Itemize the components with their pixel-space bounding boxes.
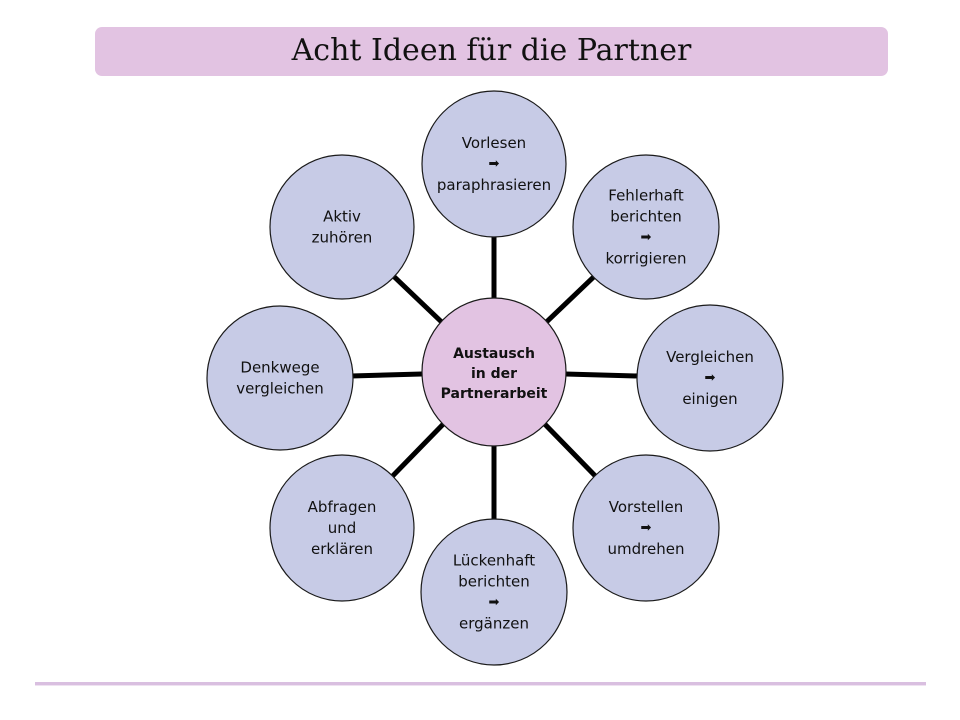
node-circle — [572, 454, 720, 602]
title-bar: Acht Ideen für die Partner — [95, 27, 888, 76]
node-label: und — [328, 519, 357, 537]
page-title: Acht Ideen für die Partner — [291, 32, 692, 68]
node-label: Vorlesen — [462, 134, 526, 152]
node-label: Abfragen — [308, 498, 377, 516]
center-circle — [421, 297, 567, 447]
node-label: erklären — [311, 540, 373, 558]
center-label: Partnerarbeit — [441, 386, 548, 402]
node-circle — [572, 154, 720, 300]
node-label: berichten — [610, 208, 681, 226]
node-fehlerhaft: Fehlerhaft berichten ➡ korrigieren — [572, 154, 720, 300]
node-circle — [206, 305, 354, 451]
footer-rule — [35, 682, 926, 686]
node-label: korrigieren — [605, 250, 686, 268]
node-label: umdrehen — [608, 540, 685, 558]
node-label: paraphrasieren — [437, 176, 551, 194]
node-label: Vergleichen — [666, 348, 754, 366]
arrow-right-icon: ➡ — [641, 521, 652, 536]
node-aktiv: Aktiv zuhören — [269, 154, 415, 300]
arrow-right-icon: ➡ — [489, 595, 500, 610]
node-vorlesen: Vorlesen ➡ paraphrasieren — [421, 90, 567, 238]
center-label: Austausch — [453, 346, 535, 362]
center-label: in der — [471, 366, 517, 382]
node-abfragen: Abfragen und erklären — [269, 454, 415, 602]
arrow-right-icon: ➡ — [489, 157, 500, 172]
node-label: Vorstellen — [609, 498, 683, 516]
node-label: Fehlerhaft — [608, 187, 684, 205]
node-label: vergleichen — [236, 380, 324, 398]
arrow-right-icon: ➡ — [705, 371, 716, 386]
node-label: Aktiv — [323, 208, 361, 226]
node-denkwege: Denkwege vergleichen — [206, 305, 354, 451]
node-label: berichten — [458, 573, 529, 591]
node-circle — [636, 304, 784, 452]
node-circle — [269, 454, 415, 602]
node-label: Lückenhaft — [453, 552, 535, 570]
arrow-right-icon: ➡ — [641, 230, 652, 245]
node-label: Denkwege — [240, 359, 319, 377]
node-circle — [420, 518, 568, 666]
node-lueckenhaft: Lückenhaft berichten ➡ ergänzen — [420, 518, 568, 666]
node-label: ergänzen — [459, 615, 529, 633]
node-vorstellen: Vorstellen ➡ umdrehen — [572, 454, 720, 602]
node-circle — [269, 154, 415, 300]
node-circle — [421, 90, 567, 238]
node-label: einigen — [682, 390, 737, 408]
node-vergleichen: Vergleichen ➡ einigen — [636, 304, 784, 452]
node-label: zuhören — [312, 229, 373, 247]
